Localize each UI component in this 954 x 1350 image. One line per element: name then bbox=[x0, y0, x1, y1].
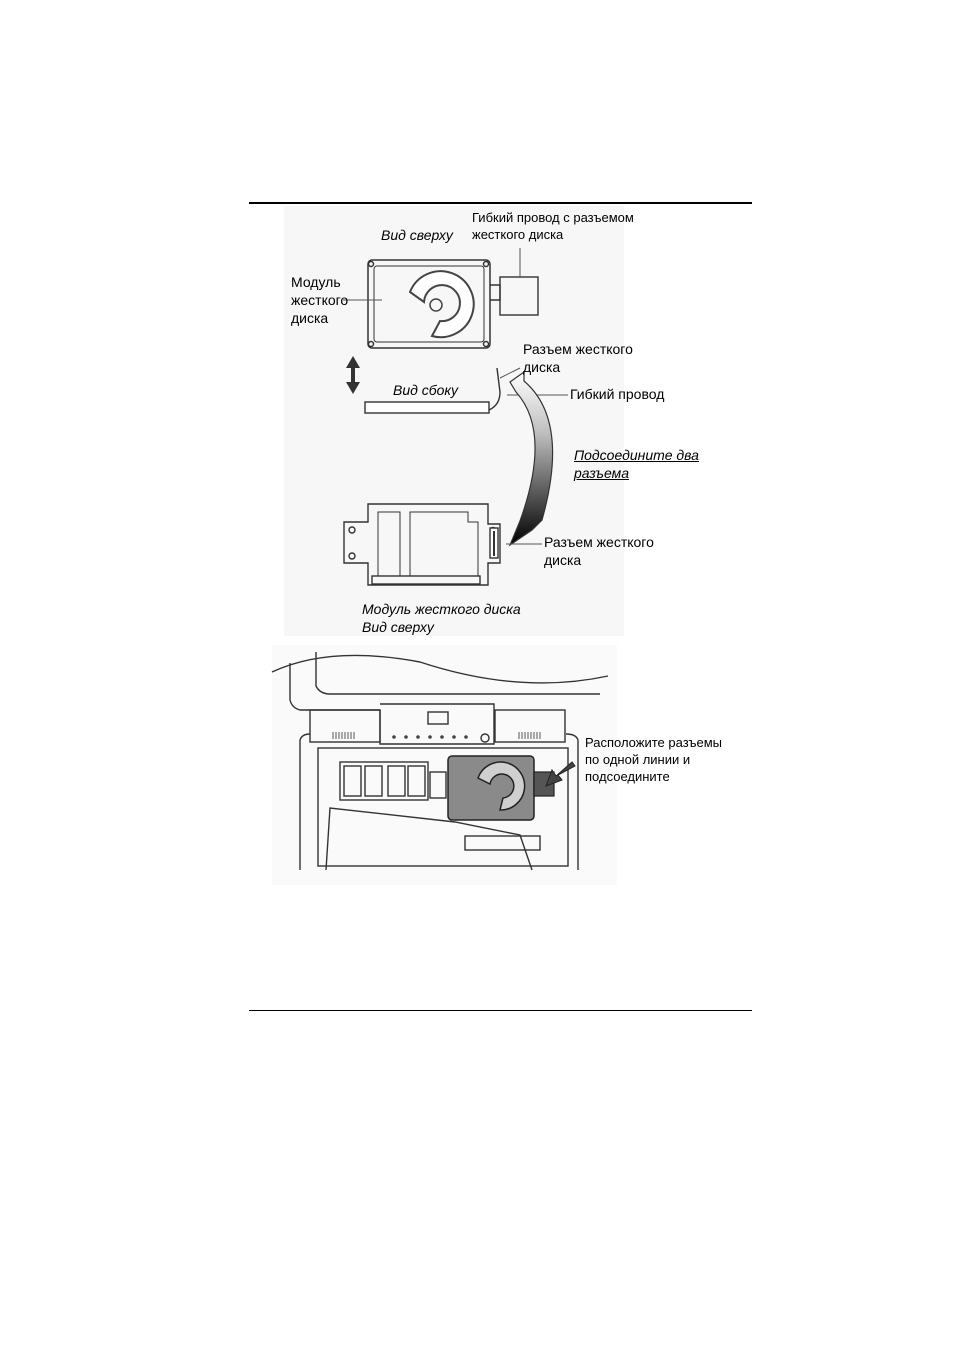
label-hdd-connector-b2: диска bbox=[544, 551, 581, 569]
flex-connector bbox=[490, 277, 538, 315]
label-connect-1: Подсоедините два bbox=[574, 446, 699, 464]
up-down-arrow-icon bbox=[346, 356, 360, 394]
label-module-top-2: Вид сверху bbox=[362, 618, 434, 636]
connect-curved-arrow-icon bbox=[510, 372, 553, 545]
label-flex-cable: Гибкий провод bbox=[570, 385, 664, 403]
notebook-base bbox=[272, 652, 608, 870]
label-align-3: подсоедините bbox=[585, 768, 670, 785]
flex-cable-side bbox=[489, 368, 500, 410]
label-module-1: Модуль bbox=[291, 273, 341, 291]
indicator-lights-icon bbox=[392, 735, 468, 739]
align-arrow-icon bbox=[546, 762, 575, 786]
speaker-grille-right-icon bbox=[519, 732, 540, 739]
power-button-icon bbox=[481, 734, 489, 742]
label-flex-connector-2: жесткого диска bbox=[472, 226, 563, 243]
hdd-side-view bbox=[365, 402, 489, 413]
label-align-1: Расположите разъемы bbox=[585, 734, 722, 751]
label-hdd-connector-b1: Разъем жесткого bbox=[544, 533, 654, 551]
label-hdd-connector-2: диска bbox=[523, 358, 560, 376]
label-top-view: Вид сверху bbox=[381, 226, 453, 244]
label-module-top-1: Модуль жесткого диска bbox=[362, 600, 521, 618]
label-align-2: по одной линии и bbox=[585, 751, 690, 768]
label-side-view: Вид сбоку bbox=[393, 381, 458, 399]
label-flex-connector-1: Гибкий провод с разъемом bbox=[472, 209, 634, 226]
label-hdd-connector-1: Разъем жесткого bbox=[523, 340, 633, 358]
label-connect-2: разъема bbox=[574, 464, 629, 482]
hdd-bracket-top-view bbox=[344, 504, 500, 585]
speaker-grille-left-icon bbox=[333, 732, 354, 739]
label-module-3: диска bbox=[291, 309, 328, 327]
label-module-2: жесткого bbox=[291, 291, 348, 309]
